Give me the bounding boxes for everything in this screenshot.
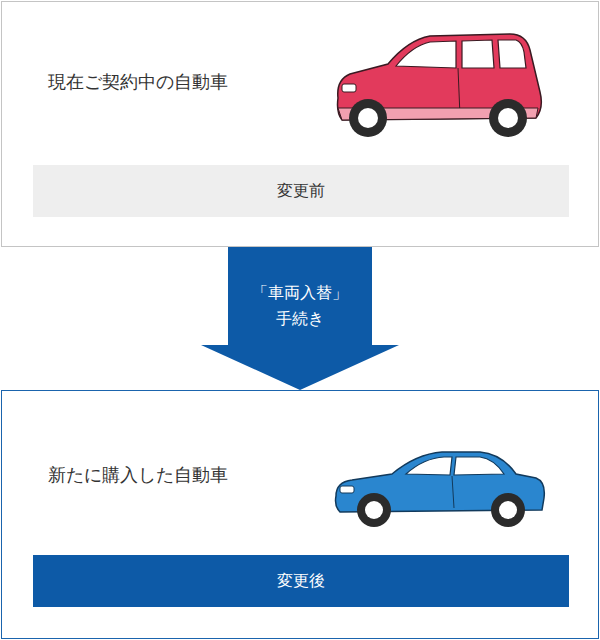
node-text: 変更前 — [33, 165, 569, 217]
node-text: 変更後 — [33, 555, 569, 607]
before-band: 変更前 — [33, 165, 569, 217]
current-car-box: 現在ご契約中の自動車変更前 — [1, 1, 599, 247]
flow-arrow — [201, 247, 399, 390]
node-text: 現在ご契約中の自動車 — [48, 70, 228, 94]
node-text: 新たに購入した自動車 — [48, 463, 228, 487]
pink-car-illustration — [330, 28, 550, 140]
blue-car-illustration — [330, 446, 550, 530]
arrow-label: 「車両入替」 手続き — [246, 280, 354, 332]
after-band: 変更後 — [33, 555, 569, 607]
new-car-box: 新たに購入した自動車変更後 — [1, 390, 599, 639]
